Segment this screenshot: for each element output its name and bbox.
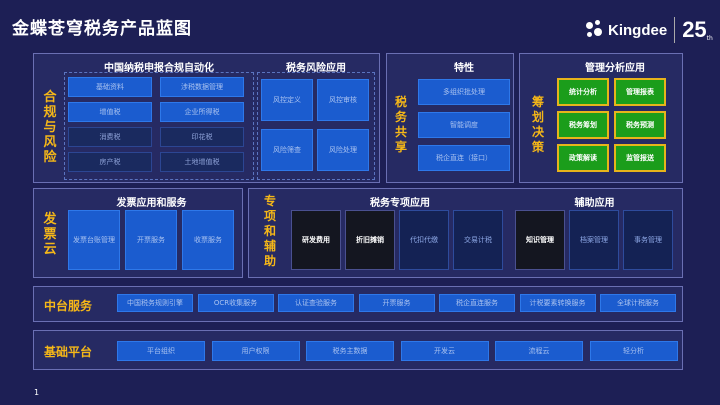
sharing-feature[interactable]: 税企直连（接口） [418,145,510,171]
tax-filing-module[interactable]: 企业所得税 [160,102,244,122]
tax-special-app[interactable]: 代扣代缴 [399,210,449,270]
middle-service[interactable]: 开票服务 [358,294,435,312]
mgmt-analysis-module[interactable]: 监管报送 [614,144,666,172]
tax-filing-module[interactable]: 房产税 [68,152,152,172]
planning-title: 管理分析应用 [585,63,645,74]
kingdee-logo: Kingdee 25 th [584,14,713,46]
base-platform-service[interactable]: 平台组织 [117,341,205,361]
risk-app-module[interactable]: 风控审核 [317,79,369,121]
tax-filing-module[interactable]: 土地增值税 [160,152,244,172]
mgmt-analysis-module[interactable]: 管理报表 [614,78,666,106]
compliance-sub1 [64,72,254,180]
sharing-label: 税务共享 [394,95,407,154]
base-platform-service[interactable]: 用户权限 [211,341,300,361]
kingdee-dots-icon [584,18,604,42]
middle-service[interactable]: 认证查验服务 [278,294,354,312]
logo-brand: Kingdee [608,21,668,39]
base-label: 基础平台 [44,345,93,359]
compliance-label: 合规与风险 [43,90,57,165]
tax-filing-module[interactable]: 印花税 [160,127,244,147]
invoice-title: 发票应用和服务 [116,198,187,209]
tax-filing-module[interactable]: 增值税 [68,102,152,122]
base-platform-service[interactable]: 轻分析 [589,341,678,361]
aux-app[interactable]: 知识管理 [515,210,565,270]
sharing-feature[interactable]: 多组织批处理 [418,79,510,105]
invoice-label: 发票云 [43,212,57,257]
sharing-feature[interactable]: 智能调度 [418,112,510,138]
logo-anniversary: 25 [682,17,707,42]
tax-filing-module[interactable]: 涉税数据管理 [160,77,244,97]
tax-special-app[interactable]: 研发费用 [291,210,341,270]
special-label: 专项和辅助 [263,194,276,268]
middle-label: 中台服务 [44,299,93,313]
middle-service[interactable]: 中国税务规则引擎 [117,294,193,312]
logo-anniversary-suffix: th [706,35,713,42]
sharing-title: 特性 [454,63,474,74]
special-sub2-title: 辅助应用 [574,198,615,209]
base-platform-service[interactable]: 流程云 [495,341,583,361]
invoice-service[interactable]: 发票台账管理 [68,210,120,270]
tax-special-app[interactable]: 交易计税 [453,210,503,270]
base-platform-service[interactable]: 开发云 [400,341,489,361]
middle-service[interactable]: 计税要素转换服务 [519,294,596,312]
tax-filing-module[interactable]: 基础资料 [68,77,152,97]
risk-app-module[interactable]: 风险筛查 [261,129,313,171]
aux-app[interactable]: 档案管理 [569,210,619,270]
special-sub1-title: 税务专项应用 [370,198,430,209]
risk-app-module[interactable]: 风险处理 [317,129,369,171]
middle-service[interactable]: OCR收集服务 [197,294,274,312]
middle-service[interactable]: 税企直连服务 [439,294,515,312]
mgmt-analysis-module[interactable]: 统计分析 [557,78,609,106]
base-platform-service[interactable]: 税务主数据 [306,341,394,361]
planning-label: 筹划决策 [531,95,544,154]
tax-special-app[interactable]: 折旧摊销 [345,210,395,270]
compliance-sub1-title: 中国纳税申报合规自动化 [104,63,214,74]
mgmt-analysis-module[interactable]: 税务筹划 [557,111,609,139]
page-number: 1 [34,388,40,397]
middle-service[interactable]: 全球计税服务 [600,294,676,312]
compliance-sub2-title: 税务风险应用 [286,63,346,74]
compliance-sub2 [257,72,375,180]
invoice-service[interactable]: 开票服务 [125,210,177,270]
mgmt-analysis-module[interactable]: 政策解读 [557,144,609,172]
invoice-service[interactable]: 收票服务 [182,210,234,270]
mgmt-analysis-module[interactable]: 税务预测 [614,111,666,139]
tax-filing-module[interactable]: 消费税 [68,127,152,147]
page-title: 金蝶苍穹税务产品蓝图 [12,19,192,39]
risk-app-module[interactable]: 风控定义 [261,79,313,121]
aux-app[interactable]: 事务管理 [623,210,673,270]
